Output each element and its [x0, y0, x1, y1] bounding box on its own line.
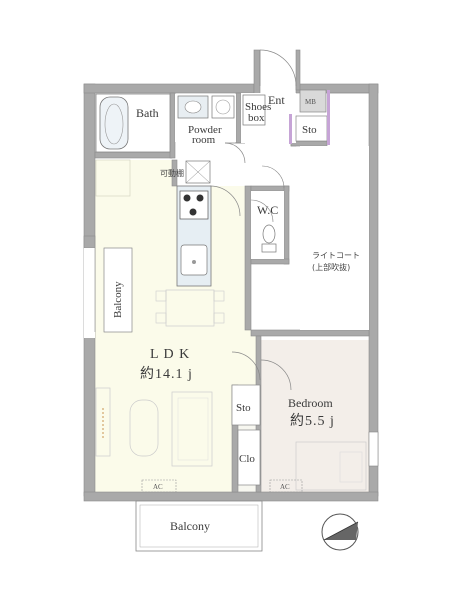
bath-room: Bath [95, 93, 171, 153]
bedroom-size-label: 約5.5 j [290, 413, 335, 429]
ac-unit-bedroom [269, 479, 303, 493]
powder-room: Powder room [175, 94, 246, 164]
shoes-box [242, 94, 266, 126]
bed [295, 441, 367, 491]
ac-unit-ldk [141, 479, 177, 493]
wc-label: W.C [257, 203, 278, 217]
storage-mid-label: Sto [236, 402, 251, 414]
north-compass-icon [321, 513, 359, 551]
ldk-name-label: L D K [150, 347, 190, 362]
toilet-bowl [262, 224, 276, 244]
entrance-label: Ent [268, 93, 285, 107]
bedroom: Bedroom 約5.5 j AC [260, 359, 379, 493]
ldk-floor [95, 160, 260, 494]
storage-top [295, 115, 328, 142]
washing-machine [211, 95, 235, 119]
ac-bedroom-label: AC [280, 483, 290, 491]
movable-shelf-label: 可動棚 [160, 168, 184, 178]
side-balcony: Balcony [84, 247, 133, 338]
balcony-bottom-label: Balcony [170, 519, 210, 533]
entrance-area: Shoes box Ent MB Sto [241, 49, 330, 145]
bottom-balcony: Balcony [135, 500, 263, 552]
ldk: L D K 約14.1 j Sto Clo AC [95, 347, 261, 493]
meter-box [299, 89, 327, 113]
bath-label: Bath [136, 106, 159, 120]
dining-table [165, 289, 215, 327]
shoes-box-label-1: Shoes [245, 101, 271, 113]
light-court-label-2: (上部吹抜) [312, 262, 350, 272]
storage-top-label: Sto [302, 124, 317, 136]
coffee-table [129, 399, 159, 457]
light-court-label-1: ライトコート [312, 251, 360, 260]
bathtub [99, 96, 129, 150]
kitchen: 可動棚 [95, 159, 225, 327]
shoes-box-label-2: box [248, 112, 265, 124]
tv-board [95, 387, 111, 457]
sofa [171, 391, 213, 467]
mb-label: MB [305, 98, 316, 106]
hallway-wc: W.C [209, 165, 285, 259]
light-court: ライトコート (上部吹抜) [300, 92, 369, 330]
powder-room-label-1: Powder [188, 124, 222, 136]
bedroom-name-label: Bedroom [288, 396, 333, 410]
powder-room-label-2: room [192, 134, 216, 146]
ac-ldk-label: AC [153, 483, 163, 491]
balcony-side-label: Balcony [112, 281, 124, 318]
closet-label: Clo [239, 453, 255, 465]
toilet-tank [261, 243, 277, 253]
ldk-size-label: 約14.1 j [140, 366, 193, 382]
